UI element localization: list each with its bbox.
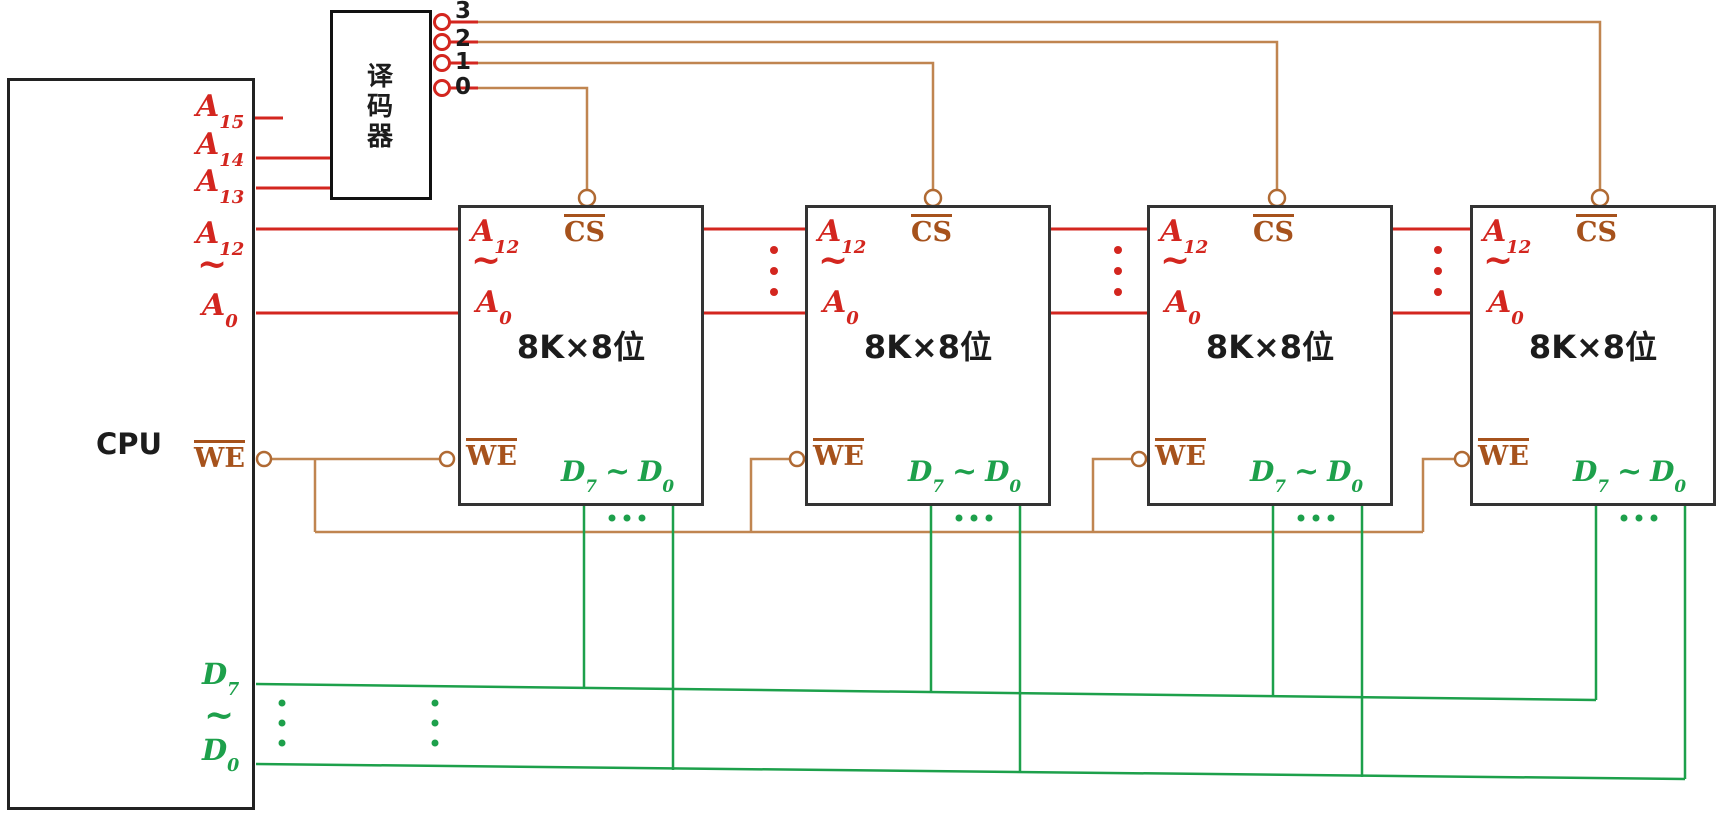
cpu-box (7, 78, 255, 810)
chip3-a0-label: A0 (1165, 285, 1201, 329)
cpu-label: CPU (96, 427, 163, 461)
memory-chip-2: CS A12 ~ A0 8K×8位 WE D7~D0 (805, 205, 1051, 506)
chip2-cs-label: CS (911, 214, 952, 246)
decoder-bubble-3 (433, 13, 451, 31)
chip4-a0-label: A0 (1488, 285, 1524, 329)
chip-select-bubbles (577, 188, 1610, 208)
cpu-address-tilde: ~ (197, 243, 228, 285)
address-bus-wires (254, 20, 1470, 315)
chip1-a0-label: A0 (476, 285, 512, 329)
chip4-a12-label: A12 (1483, 214, 1532, 258)
cpu-pin-a12: A12 (196, 216, 245, 260)
chip2-we-label: WE (813, 438, 864, 470)
cpu-pin-we: WE (194, 440, 245, 472)
cpu-pin-a13: A13 (196, 164, 245, 208)
cs-bubble-chip4 (1590, 188, 1610, 208)
chip4-we-label: WE (1478, 438, 1529, 470)
cpu-data-tilde: ~ (204, 694, 235, 736)
cpu-pin-a0: A0 (202, 288, 238, 332)
we-bubble-chip1 (438, 450, 456, 468)
chip2-capacity-label: 8K×8位 (863, 328, 993, 366)
chip2-a12-label: A12 (818, 214, 867, 258)
data-bus-wires (255, 506, 1687, 781)
chip4-address-tilde: ~ (1483, 239, 1514, 281)
cs-bubble-chip3 (1267, 188, 1287, 208)
chip2-address-tilde: ~ (818, 239, 849, 281)
chip4-cs-label: CS (1576, 214, 1617, 246)
chip1-capacity-label: 8K×8位 (516, 328, 646, 366)
decoder-output-label-0: 0 (455, 74, 472, 100)
write-enable-bubbles (255, 450, 1471, 468)
we-bubble-chip2 (788, 450, 806, 468)
cpu-pin-d0: D0 (202, 733, 240, 777)
chip3-cs-label: CS (1253, 214, 1294, 246)
chip3-a12-label: A12 (1160, 214, 1209, 258)
we-bubble-chip3 (1130, 450, 1148, 468)
cpu-pin-a15: A15 (196, 89, 245, 133)
control-wires (272, 20, 1602, 534)
decoder-bubble-1 (433, 54, 451, 72)
chip3-data-range-label: D7~D0 (1250, 454, 1364, 496)
memory-chip-3: CS A12 ~ A0 8K×8位 WE D7~D0 (1147, 205, 1393, 506)
chip1-cs-label: CS (564, 214, 605, 246)
chip1-a12-label: A12 (471, 214, 520, 258)
cpu-pin-d7: D7 (202, 657, 240, 701)
decoder-bubble-0 (433, 79, 451, 97)
chip4-data-range-label: D7~D0 (1573, 454, 1687, 496)
chip4-capacity-label: 8K×8位 (1528, 328, 1658, 366)
chip3-we-label: WE (1155, 438, 1206, 470)
memory-chip-1: CS A12 ~ A0 8K×8位 WE D7~D0 (458, 205, 704, 506)
data-ellipsis-dots (278, 514, 1658, 747)
address-ellipsis-dots (770, 246, 1442, 296)
chip1-data-range-label: D7~D0 (561, 454, 675, 496)
we-bubble-cpu (255, 450, 273, 468)
cpu-pin-a14: A14 (196, 127, 245, 171)
cs-bubble-chip2 (923, 188, 943, 208)
decoder-bubble-2 (433, 33, 451, 51)
cs-bubble-chip1 (577, 188, 597, 208)
chip2-data-range-label: D7~D0 (908, 454, 1022, 496)
chip1-address-tilde: ~ (471, 239, 502, 281)
chip1-we-label: WE (466, 438, 517, 470)
decoder-output-label-3: 3 (455, 0, 472, 24)
chip3-address-tilde: ~ (1160, 239, 1191, 281)
decoder-box (330, 10, 432, 200)
decoder-output-bubbles (433, 13, 451, 97)
decoder-output-label-2: 2 (455, 26, 472, 52)
chip2-a0-label: A0 (823, 285, 859, 329)
we-bubble-chip4 (1453, 450, 1471, 468)
chip3-capacity-label: 8K×8位 (1205, 328, 1335, 366)
decoder-label: 译码器 (367, 62, 394, 152)
decoder-output-label-1: 1 (455, 49, 472, 75)
memory-chip-4: CS A12 ~ A0 8K×8位 WE D7~D0 (1470, 205, 1716, 506)
